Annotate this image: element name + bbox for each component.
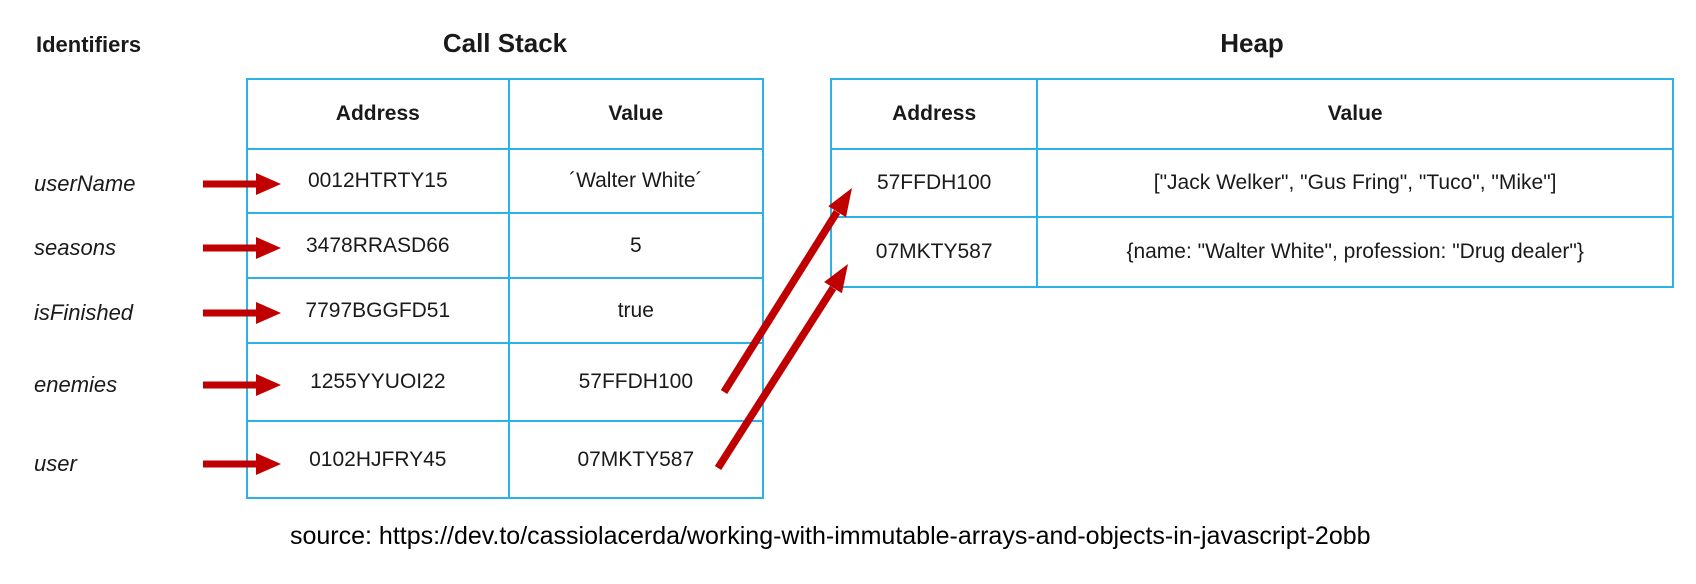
- identifier-username: userName: [34, 171, 136, 196]
- call-stack-header-row: Address Value: [246, 78, 765, 150]
- value-cell: 57FFDH100: [507, 342, 765, 422]
- address-cell: 0102HJFRY45: [246, 420, 510, 499]
- heap-address-header: Address: [829, 78, 1039, 150]
- heap-row-object: 07MKTY587 {name: "Walter White", profess…: [829, 216, 1674, 288]
- heap-row-array: 57FFDH100 ["Jack Welker", "Gus Fring", "…: [829, 148, 1674, 218]
- identifier-user: user: [34, 451, 77, 476]
- call-stack-row-username: 0012HTRTY15 ´Walter White´: [246, 148, 765, 214]
- value-cell: true: [507, 277, 765, 344]
- identifier-enemies: enemies: [34, 372, 118, 397]
- call-stack-address-header: Address: [246, 78, 510, 150]
- address-cell: 07MKTY587: [829, 216, 1039, 288]
- value-cell: ´Walter White´: [507, 148, 765, 214]
- value-cell: ["Jack Welker", "Gus Fring", "Tuco", "Mi…: [1036, 148, 1674, 218]
- identifier-isfinished: isFinished: [34, 300, 134, 325]
- heap-heading: Heap: [1220, 28, 1284, 58]
- address-cell: 1255YYUOI22: [246, 342, 510, 422]
- call-stack-row-isfinished: 7797BGGFD51 true: [246, 277, 765, 344]
- heap-table: Address Value 57FFDH100 ["Jack Welker", …: [829, 78, 1674, 288]
- heap-value-header: Value: [1036, 78, 1674, 150]
- address-cell: 0012HTRTY15: [246, 148, 510, 214]
- identifier-seasons: seasons: [34, 235, 116, 260]
- call-stack-row-user: 0102HJFRY45 07MKTY587: [246, 420, 765, 499]
- call-stack-row-seasons: 3478RRASD66 5: [246, 212, 765, 279]
- address-cell: 3478RRASD66: [246, 212, 510, 279]
- heap-header-row: Address Value: [829, 78, 1674, 150]
- value-cell: 5: [507, 212, 765, 279]
- value-cell: 07MKTY587: [507, 420, 765, 499]
- call-stack-heading: Call Stack: [442, 28, 568, 58]
- call-stack-value-header: Value: [507, 78, 765, 150]
- source-caption: source: https://dev.to/cassiolacerda/wor…: [290, 522, 1371, 550]
- value-cell: {name: "Walter White", profession: "Drug…: [1036, 216, 1674, 288]
- identifiers-heading: Identifiers: [36, 32, 142, 57]
- address-cell: 57FFDH100: [829, 148, 1039, 218]
- call-stack-table: Address Value 0012HTRTY15 ´Walter White´…: [246, 78, 765, 499]
- call-stack-row-enemies: 1255YYUOI22 57FFDH100: [246, 342, 765, 422]
- address-cell: 7797BGGFD51: [246, 277, 510, 344]
